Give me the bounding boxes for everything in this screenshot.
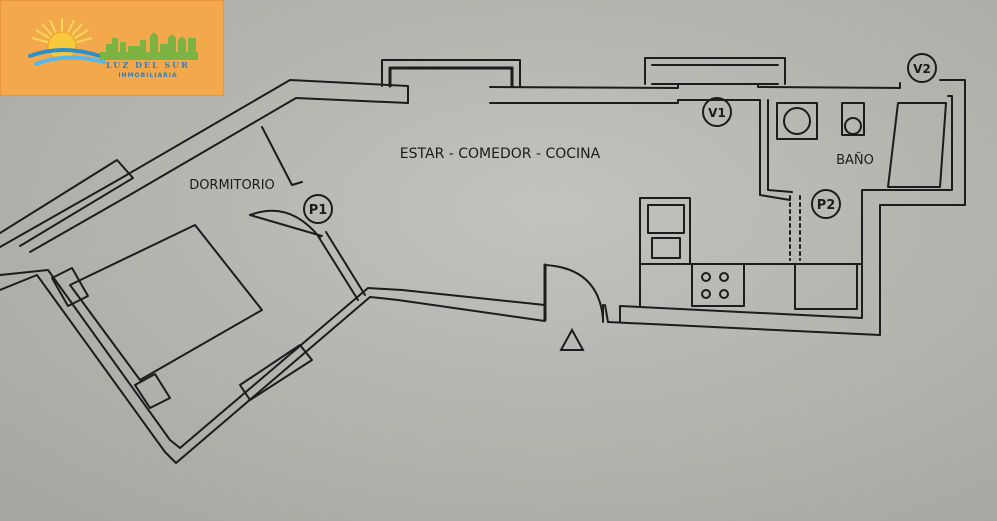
logo-brand-line2: INMOBILIARIA [118, 72, 177, 79]
room-label-living: ESTAR - COMEDOR - COCINA [400, 146, 601, 162]
marker-p1-label: P1 [309, 203, 328, 218]
marker-v2-circle [907, 53, 937, 83]
room-label-bath: BAÑO [836, 152, 874, 168]
sun-icon [31, 18, 93, 61]
window-v1 [644, 57, 786, 85]
marker-v1-label: V1 [708, 106, 726, 120]
company-logo: LUZ DEL SUR INMOBILIARIA [0, 0, 224, 96]
room-label-bedroom: DORMITORIO [189, 178, 275, 193]
bathroom [759, 99, 947, 261]
waves-icon [28, 48, 106, 66]
entrance-door [543, 263, 604, 323]
window-top-center [381, 59, 521, 88]
marker-p2-label: P2 [817, 198, 836, 213]
skyline-icon [100, 32, 198, 60]
marker-v1-circle [702, 97, 732, 127]
kitchen-counter [639, 197, 863, 310]
bedroom-partition [249, 126, 366, 301]
wardrobe [239, 344, 313, 401]
marker-p2-circle [811, 189, 841, 219]
bed [51, 224, 263, 409]
logo-brand-line1: LUZ DEL SUR [106, 60, 190, 70]
entrance-triangle-marker [559, 327, 585, 351]
marker-p1-circle [303, 194, 333, 224]
marker-v2-label: V2 [913, 62, 931, 76]
window-left [0, 159, 134, 247]
